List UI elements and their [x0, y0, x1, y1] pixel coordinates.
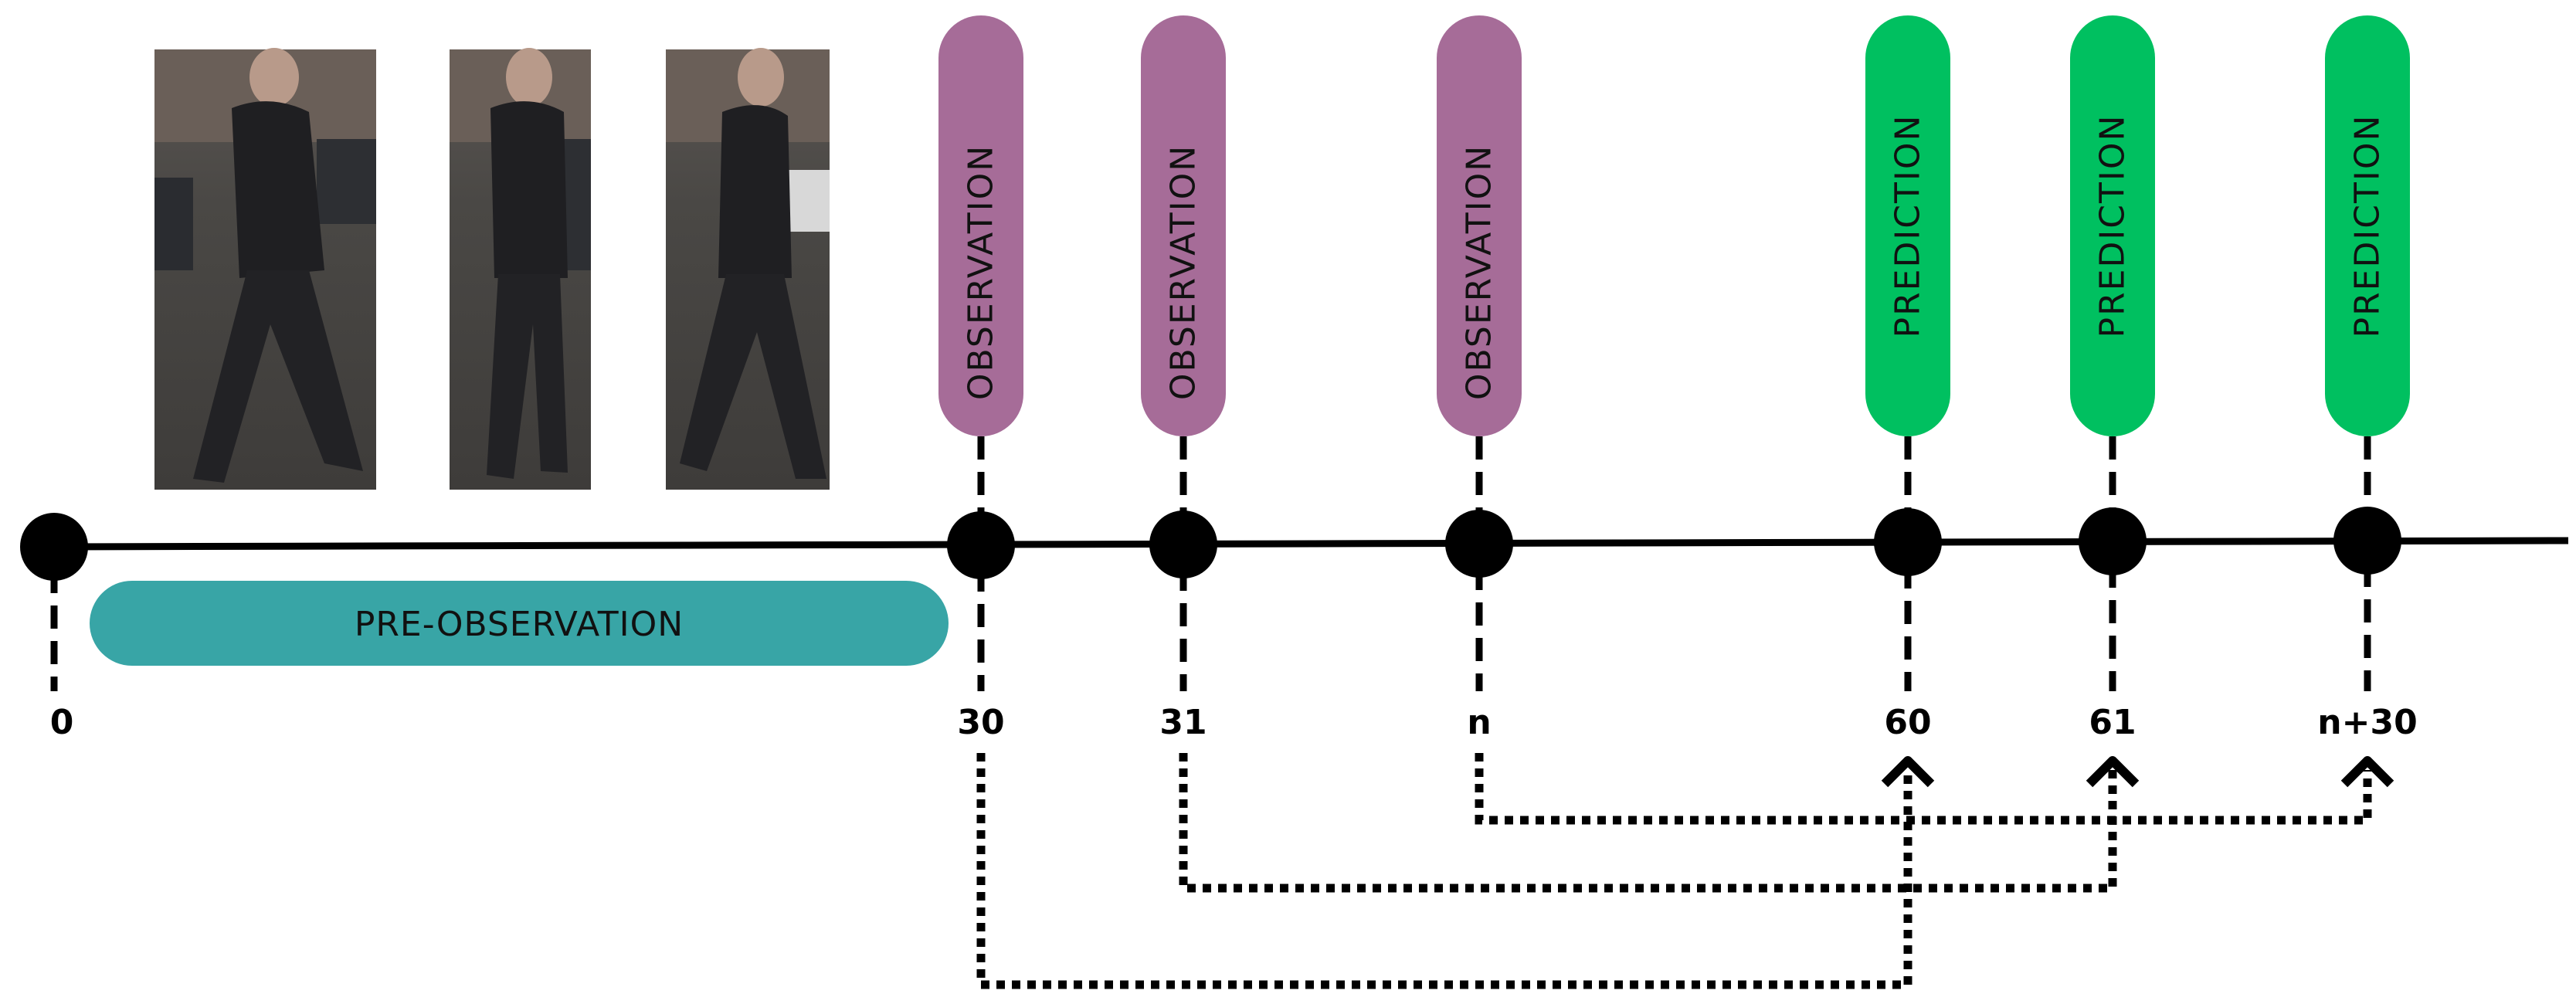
prediction-pill-3: PREDICTION	[2325, 15, 2410, 436]
observation-label-2: OBSERVATION	[1164, 144, 1203, 400]
timeline-node-3	[1445, 510, 1513, 578]
tick-label-6: n+30	[2317, 703, 2417, 742]
tick-label-3: n	[1467, 703, 1491, 742]
prediction-pill-2: PREDICTION	[2070, 15, 2155, 436]
timeline-axis	[53, 537, 2569, 551]
mapping-line-2	[1179, 753, 2117, 893]
observation-pill-1: OBSERVATION	[938, 15, 1023, 436]
phase-pills: OBSERVATION OBSERVATION OBSERVATION PREDICT…	[938, 15, 2410, 436]
pedestrian-frame-1-image	[154, 48, 376, 490]
timeline-nodes	[20, 507, 2401, 581]
observation-pill-2: OBSERVATION	[1141, 15, 1226, 436]
tick-label-4: 60	[1884, 703, 1931, 742]
timeline-node-0	[20, 513, 88, 581]
pedestrian-frame-2-image	[450, 48, 591, 490]
mapping-arrowhead-2	[2086, 756, 2140, 788]
timeline-node-4	[1874, 508, 1942, 576]
tick-label-0: 0	[50, 703, 74, 742]
pre-observation-label: PRE-OBSERVATION	[355, 605, 684, 644]
tick-label-5: 61	[2089, 703, 2136, 742]
mapping-line-3	[1475, 753, 2372, 825]
observation-label-1: OBSERVATION	[962, 144, 1001, 400]
pedestrian-frames	[154, 48, 830, 490]
mapping-line-1	[976, 753, 1912, 989]
prediction-label-1: PREDICTION	[1889, 114, 1928, 338]
prediction-pill-1: PREDICTION	[1865, 15, 1950, 436]
observation-pill-3: OBSERVATION	[1437, 15, 1522, 436]
mapping-arrowhead-1	[1881, 756, 1935, 788]
mapping-arrowhead-3	[2340, 756, 2394, 788]
pedestrian-frame-3-image	[666, 48, 830, 490]
timeline-node-5	[2079, 507, 2147, 575]
tick-label-2: 31	[1159, 703, 1207, 742]
pre-observation-bar: PRE-OBSERVATION	[90, 581, 949, 666]
prediction-label-3: PREDICTION	[2348, 114, 2388, 338]
observation-label-3: OBSERVATION	[1460, 144, 1499, 400]
timeline-node-6	[2333, 507, 2401, 575]
dashed-connectors	[50, 436, 2371, 691]
tick-label-1: 30	[957, 703, 1004, 742]
tick-labels: 0 30 31 n 60 61 n+30	[50, 703, 2418, 742]
observation-to-prediction-mappings	[976, 753, 2394, 989]
prediction-label-2: PREDICTION	[2093, 114, 2133, 338]
timeline-node-1	[947, 511, 1015, 579]
timeline-node-2	[1149, 510, 1217, 578]
